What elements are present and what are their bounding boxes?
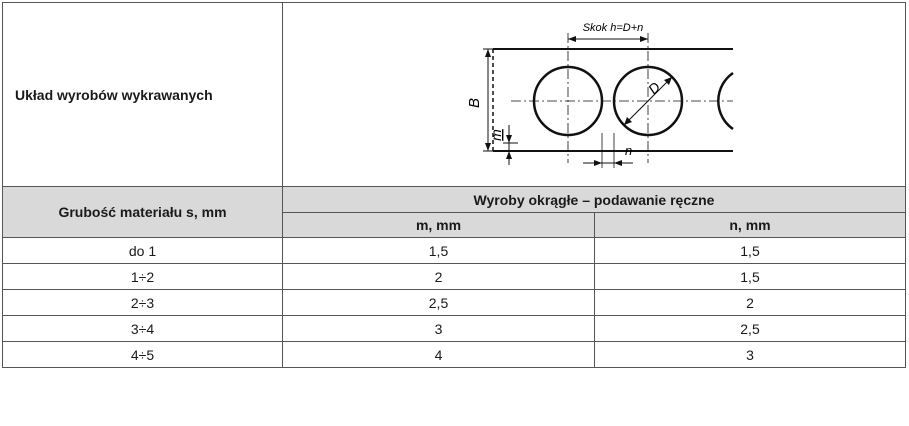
table-row: 4÷5 4 3 — [2, 341, 906, 368]
blank-circle-partial — [717, 71, 734, 131]
m-cell: 4 — [282, 341, 595, 368]
m-cell: 1,5 — [282, 237, 595, 264]
n-cell: 2,5 — [594, 315, 906, 342]
thickness-cell: 2÷3 — [2, 289, 283, 316]
table-row: 3÷4 3 2,5 — [2, 315, 906, 342]
m-label: m — [488, 129, 504, 141]
m-column-header: m, mm — [282, 212, 595, 238]
n-cell: 2 — [594, 289, 906, 316]
blank-circle-2 — [612, 65, 684, 137]
table-row: 2÷3 2,5 2 — [2, 289, 906, 316]
d-label: D — [645, 79, 663, 97]
spec-table: Układ wyrobów wykrawanych B — [2, 2, 906, 368]
strip-layout-diagram: B m Skok h=D+n — [466, 22, 734, 168]
m-cell: 2,5 — [282, 289, 595, 316]
thickness-header: Grubość materiału s, mm — [2, 186, 283, 238]
n-cell: 1,5 — [594, 263, 906, 290]
group-header: Wyroby okrągłe – podawanie ręczne — [282, 186, 906, 213]
thickness-cell: 4÷5 — [2, 341, 283, 368]
table-row: do 1 1,5 1,5 — [2, 237, 906, 264]
n-cell: 3 — [594, 341, 906, 368]
n-cell: 1,5 — [594, 237, 906, 264]
n-column-header: n, mm — [594, 212, 906, 238]
b-label: B — [466, 98, 483, 108]
m-cell: 3 — [282, 315, 595, 342]
pitch-label: Skok h=D+n — [583, 22, 644, 34]
layout-label: Układ wyrobów wykrawanych — [2, 2, 283, 187]
m-cell: 2 — [282, 263, 595, 290]
d-diameter-line — [623, 76, 673, 126]
layout-drawing-cell: B m Skok h=D+n — [282, 2, 906, 187]
blank-circle-1 — [532, 65, 604, 137]
n-label: n — [625, 143, 632, 158]
table-row: 1÷2 2 1,5 — [2, 263, 906, 290]
thickness-cell: do 1 — [2, 237, 283, 264]
thickness-cell: 1÷2 — [2, 263, 283, 290]
thickness-cell: 3÷4 — [2, 315, 283, 342]
